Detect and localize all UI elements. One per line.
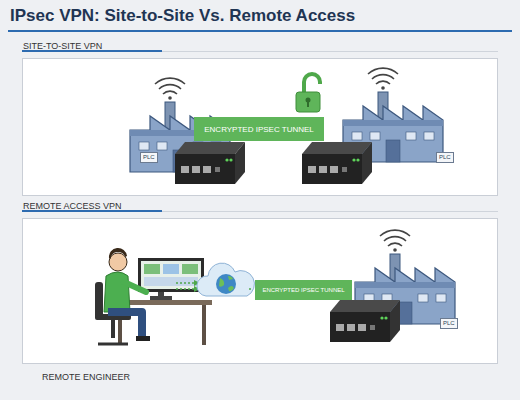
section-panel: REMOTE ACCESS VPNENCRYPTED IPSEC TUNNEL [22, 218, 498, 364]
section-panel: SITE-TO-SITE VPNENCRYPTED IPSEC TUNNEL [22, 58, 498, 196]
plc-tag: PLC [436, 152, 454, 163]
tunnel-band: ENCRYPTED IPSEC TUNNEL [194, 117, 324, 141]
role-label: REMOTE ENGINEER [42, 372, 130, 382]
section-heading: REMOTE ACCESS VPN [23, 201, 122, 211]
section-heading: SITE-TO-SITE VPN [23, 41, 102, 51]
tunnel-label: ENCRYPTED IPSEC TUNNEL [262, 287, 344, 293]
plc-tag: PLC [140, 152, 158, 163]
tunnel-label: ENCRYPTED IPSEC TUNNEL [204, 125, 314, 134]
title: IPsec VPN: Site-to-Site Vs. Remote Acces… [10, 6, 355, 26]
plc-tag: PLC [440, 318, 458, 329]
tunnel-band: ENCRYPTED IPSEC TUNNEL [255, 280, 352, 300]
